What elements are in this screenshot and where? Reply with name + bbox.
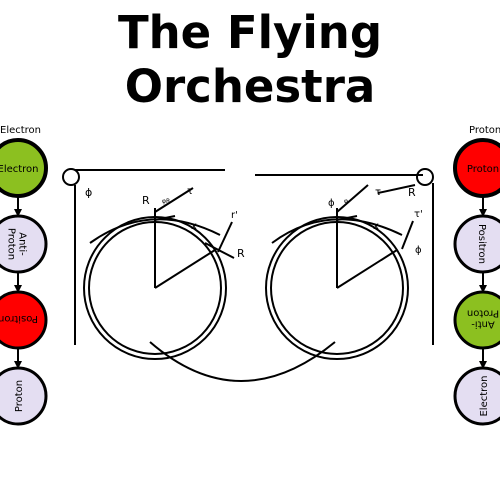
left-eye-phi-corner-label: ϕ — [85, 186, 92, 199]
right-eye-phi2-label: ϕ — [415, 245, 422, 256]
right-eye-radius — [336, 249, 398, 289]
right-node-2-label: Positron — [476, 224, 487, 264]
left-column-label: Electron — [0, 125, 41, 136]
left-eye-frame — [62, 168, 225, 345]
right-eye — [265, 184, 416, 360]
right-eye-tau-prime-label: τ' — [414, 209, 423, 220]
left-node-1 — [0, 138, 48, 198]
left-eye — [83, 187, 235, 360]
left-eye-r-prime-line — [217, 221, 233, 253]
right-node-1 — [453, 138, 500, 198]
left-node-1-label: Electron — [0, 164, 39, 175]
left-node-4-label: Proton — [14, 380, 25, 412]
title-line-2: Orchestra — [124, 60, 376, 113]
left-eye-short-line — [154, 215, 176, 221]
left-eye-R2-label: R — [237, 247, 245, 260]
left-eye-r-prime-label: r' — [231, 210, 238, 221]
right-eye-x-label: x — [373, 221, 379, 232]
title-line-1: The Flying — [117, 6, 383, 59]
right-node-3 — [453, 290, 500, 350]
right-eye-brow — [271, 218, 403, 244]
right-eye-tau-prime-line — [401, 220, 414, 250]
right-node-3-label: Anti-Proton — [467, 308, 499, 330]
left-node-2-label: Anti-Proton — [6, 228, 28, 260]
left-node-2 — [0, 214, 48, 274]
right-eye-tau-line — [336, 184, 369, 213]
right-eye-phi-small-label: φ — [344, 198, 348, 205]
left-eye-radius — [154, 249, 216, 289]
right-eye-R-label: R — [408, 186, 416, 199]
left-node-3-label: Positron — [0, 313, 38, 324]
right-eye-phi-corner-label: ϕ — [328, 198, 335, 209]
left-eye-brow — [89, 218, 221, 244]
right-eye-short-line — [336, 215, 358, 221]
left-eye-phi-small-label: φR — [162, 198, 170, 205]
right-node-2 — [453, 214, 500, 274]
mouth-arc — [149, 341, 336, 382]
left-node-3 — [0, 290, 48, 350]
left-eye-x-label: x — [191, 221, 197, 232]
right-node-1-label: Proton — [467, 164, 499, 175]
left-eye-R-label: R — [142, 194, 150, 207]
left-node-4 — [0, 366, 48, 426]
right-eye-tau-label: τ — [375, 187, 381, 198]
left-eye-R-line — [204, 242, 235, 259]
right-node-4-label: Electron — [479, 375, 490, 416]
right-column-label: Proton — [469, 125, 500, 136]
right-node-4 — [453, 366, 500, 426]
right-eye-corner-loop — [416, 168, 434, 186]
left-eye-tau-label: τ — [187, 186, 193, 197]
left-eye-tau-line — [154, 187, 194, 213]
right-eye-frame — [255, 168, 434, 345]
right-eye-R-line — [377, 184, 416, 194]
left-eye-corner-loop — [62, 168, 80, 186]
